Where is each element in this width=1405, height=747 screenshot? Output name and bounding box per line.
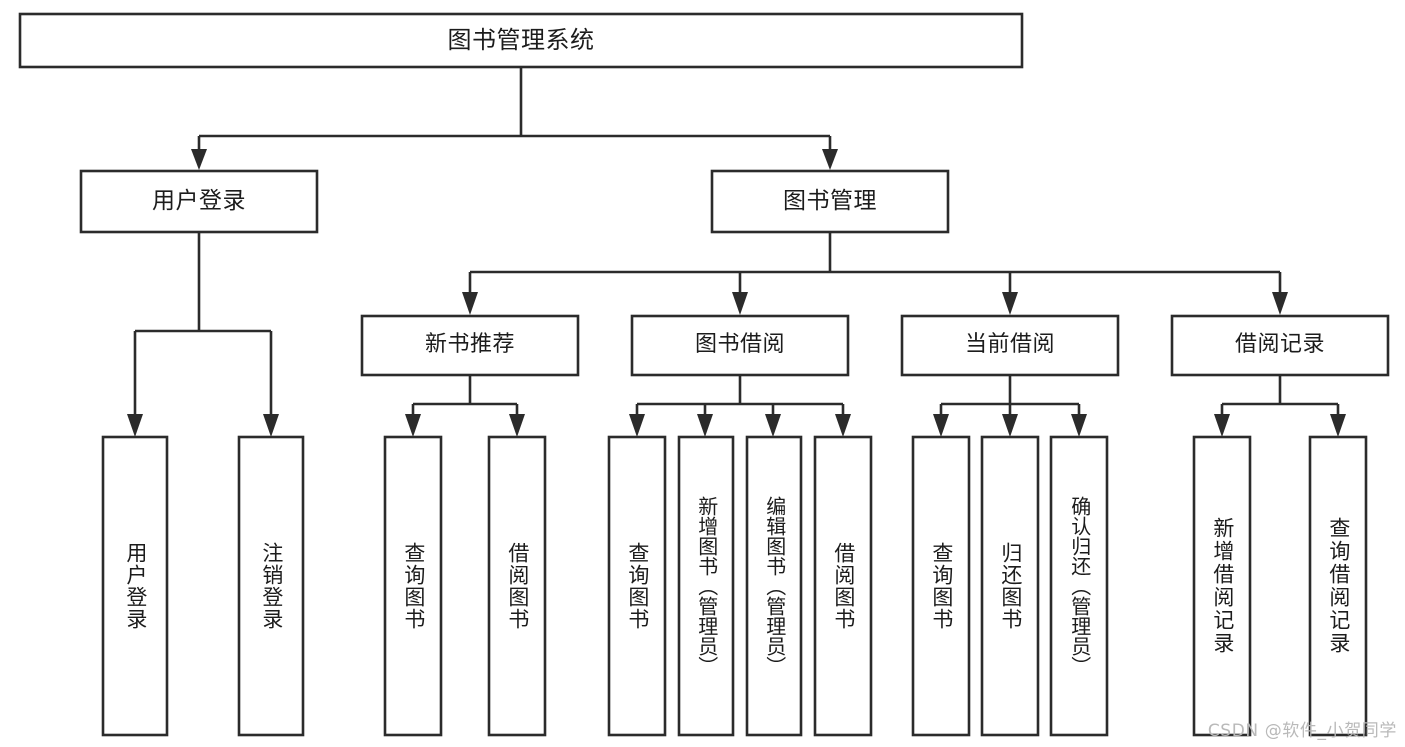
node-box-root[interactable] xyxy=(18,12,1024,69)
node-box-leaf-book-borrow-1[interactable] xyxy=(607,435,667,737)
arrow-head-new-book xyxy=(462,292,478,315)
node-box-leaf-current-borrow-1[interactable] xyxy=(911,435,971,737)
arrow-head-book-manage xyxy=(822,149,838,170)
node-box-leaf-book-borrow-2[interactable] xyxy=(677,435,735,737)
arrow-head-leaf-user-login-1 xyxy=(127,414,143,437)
arrow-head-leaf-current-borrow-2 xyxy=(1002,414,1018,437)
node-box-leaf-current-borrow-2[interactable] xyxy=(980,435,1040,737)
node-box-user-login[interactable] xyxy=(79,169,319,234)
arrow-head-leaf-current-borrow-3 xyxy=(1071,414,1087,437)
arrow-head-leaf-user-login-2 xyxy=(263,414,279,437)
node-box-new-book[interactable] xyxy=(360,314,580,377)
arrow-head-leaf-book-borrow-3 xyxy=(765,414,781,437)
node-box-leaf-book-borrow-3[interactable] xyxy=(745,435,803,737)
node-box-leaf-book-borrow-4[interactable] xyxy=(813,435,873,737)
arrow-head-current-borrow xyxy=(1002,292,1018,315)
arrow-head-leaf-book-borrow-1 xyxy=(629,414,645,437)
arrow-head-leaf-new-book-1 xyxy=(405,414,421,437)
arrow-head-user-login xyxy=(191,149,207,170)
arrow-head-leaf-current-borrow-1 xyxy=(933,414,949,437)
arrow-head-leaf-borrow-record-2 xyxy=(1330,414,1346,437)
node-box-leaf-borrow-record-1[interactable] xyxy=(1192,435,1252,737)
arrow-head-book-borrow xyxy=(732,292,748,315)
node-box-leaf-borrow-record-2[interactable] xyxy=(1308,435,1368,737)
node-box-current-borrow[interactable] xyxy=(900,314,1120,377)
node-box-leaf-user-login-2[interactable] xyxy=(237,435,305,737)
node-box-leaf-new-book-2[interactable] xyxy=(487,435,547,737)
arrow-head-leaf-book-borrow-4 xyxy=(835,414,851,437)
arrow-head-leaf-new-book-2 xyxy=(509,414,525,437)
node-box-borrow-record[interactable] xyxy=(1170,314,1390,377)
arrow-head-leaf-book-borrow-2 xyxy=(697,414,713,437)
node-box-leaf-current-borrow-3[interactable] xyxy=(1049,435,1109,737)
node-box-leaf-new-book-1[interactable] xyxy=(383,435,443,737)
arrow-head-leaf-borrow-record-1 xyxy=(1214,414,1230,437)
arrow-head-borrow-record xyxy=(1272,292,1288,315)
node-box-book-borrow[interactable] xyxy=(630,314,850,377)
node-box-leaf-user-login-1[interactable] xyxy=(101,435,169,737)
node-box-book-manage[interactable] xyxy=(710,169,950,234)
